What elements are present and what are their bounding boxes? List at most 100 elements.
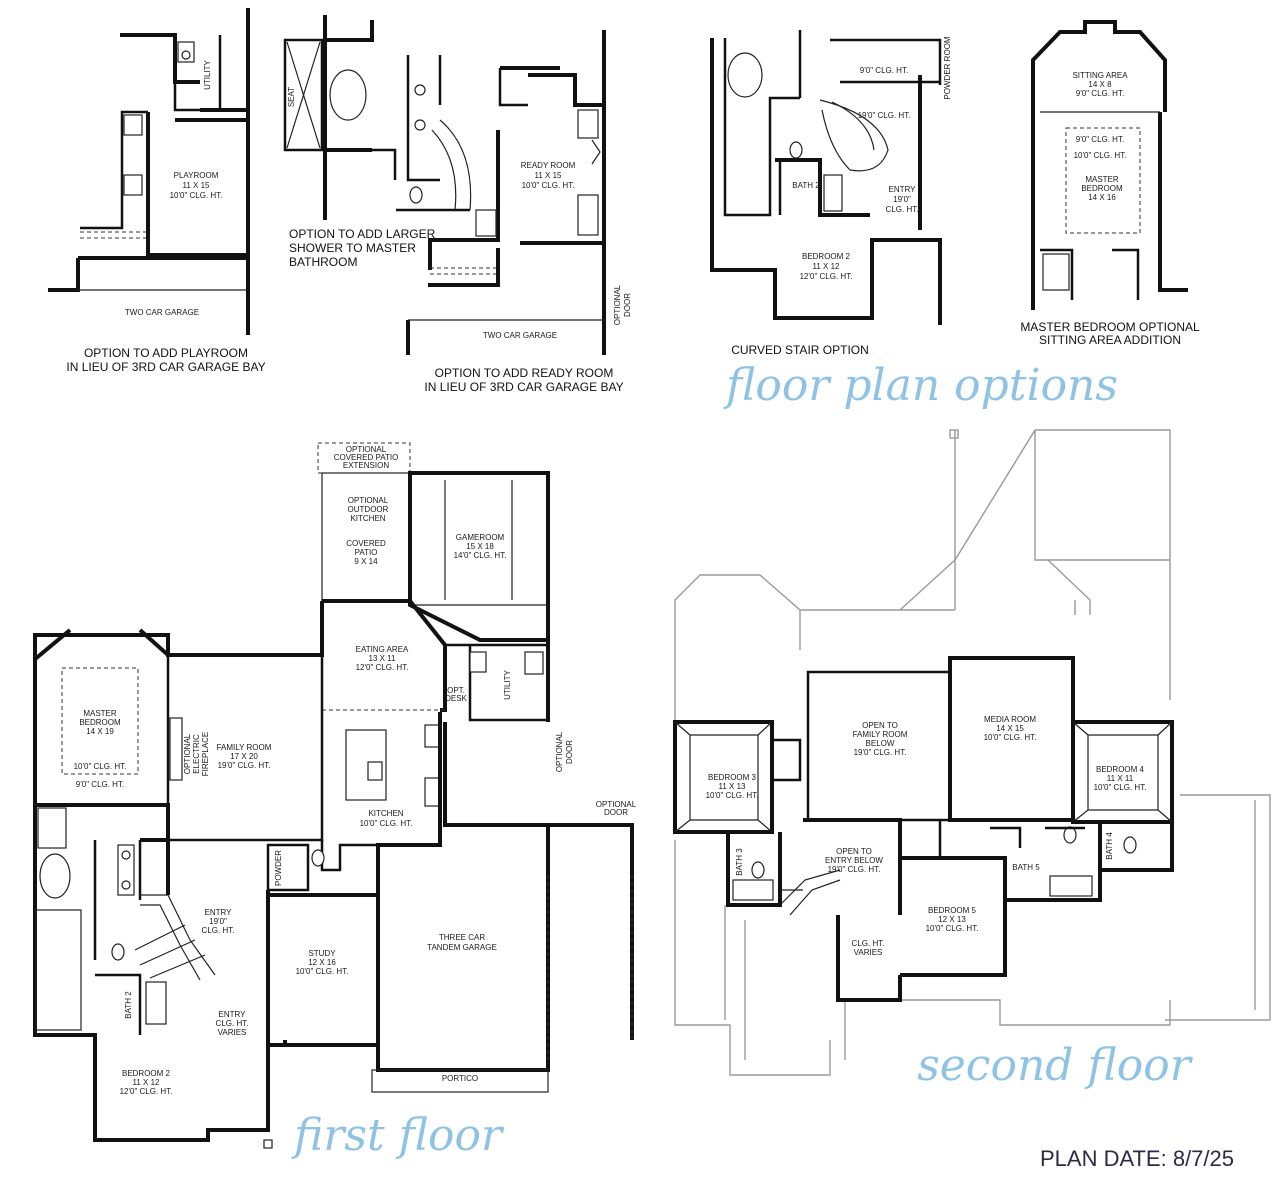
second-floor-plan: OPEN TO FAMILY ROOM BELOW 19'0" CLG. HT.… [673, 429, 1271, 1076]
bath-2-first-label: BATH 2 [124, 991, 133, 1019]
optional-door-first-2b: DOOR [604, 808, 628, 817]
study-size: 12 X 16 [308, 958, 336, 967]
garage-label: THREE CAR [439, 933, 485, 942]
study-label: STUDY [308, 949, 336, 958]
playroom-label: PLAYROOM [174, 171, 219, 180]
patio-extension-label-3: EXTENSION [343, 461, 389, 470]
bath-4-label: BATH 4 [1105, 832, 1114, 860]
bedroom-5-label: BEDROOM 5 [928, 906, 977, 915]
bedroom-3-size: 11 X 13 [719, 782, 747, 791]
optional-door-label-2: DOOR [623, 293, 632, 317]
bath-2-label: BATH 2 [792, 181, 820, 190]
bedroom-5-size: 12 X 13 [938, 915, 966, 924]
playroom-caption-line-2: IN LIEU OF 3RD CAR GARAGE BAY [66, 360, 265, 374]
gameroom-ceiling: 14'0" CLG. HT. [454, 551, 507, 560]
outdoor-kitchen-label: OPTIONAL [348, 496, 389, 505]
utility-first-label: UTILITY [503, 669, 512, 699]
optional-door-first-2: OPTIONAL [596, 800, 637, 809]
ready-room-size: 11 X 15 [535, 171, 563, 180]
bedroom-5-ceiling: 10'0" CLG. HT. [926, 924, 979, 933]
clg-varies-value: VARIES [854, 948, 883, 957]
sitting-area-size: 14 X 8 [1088, 80, 1112, 89]
bedroom-2-first-size: 11 X 12 [133, 1078, 161, 1087]
study-ceiling: 10'0" CLG. HT. [296, 967, 349, 976]
bedroom-2-option-size: 11 X 12 [813, 262, 841, 271]
bedroom-2-first-ceiling: 12'0" CLG. HT. [120, 1087, 173, 1096]
eating-area-ceiling: 12'0" CLG. HT. [356, 663, 409, 672]
larger-shower-option-plan: SEAT OPTION TO ADD LARGER SHOWER TO MAST… [283, 15, 472, 269]
fireplace-label-2: ELECTRIC [192, 734, 201, 774]
first-floor-heading: first floor [291, 1110, 505, 1161]
two-car-garage-label-2: TWO CAR GARAGE [483, 331, 557, 340]
opt-desk-label: OPT. [447, 686, 465, 695]
covered-patio-label-2: PATIO [355, 548, 378, 557]
playroom-caption-line-1: OPTION TO ADD PLAYROOM [84, 346, 248, 360]
stair-ceiling: 19'0" CLG. HT. [858, 111, 911, 120]
patio-extension-label: OPTIONAL [346, 445, 387, 454]
optional-door-first-1b: DOOR [565, 740, 574, 764]
bedroom-4-ceiling: 10'0" CLG. HT. [1094, 783, 1147, 792]
family-room-size: 17 X 20 [230, 752, 258, 761]
second-floor-heading: second floor [917, 1040, 1194, 1091]
portico-label: PORTICO [442, 1074, 478, 1083]
utility-label: UTILITY [203, 59, 212, 89]
bath-5-label: BATH 5 [1012, 863, 1040, 872]
sitting-caption-line-1: MASTER BEDROOM OPTIONAL [1020, 320, 1200, 334]
covered-patio-label: COVERED [346, 539, 386, 548]
seat-label: SEAT [287, 87, 296, 107]
entry-ceiling: CLG. HT. [886, 205, 919, 214]
open-family-ceiling: 19'0" CLG. HT. [854, 748, 907, 757]
patio-extension-label-2: COVERED PATIO [334, 453, 399, 462]
shower-caption-line-3: BATHROOM [289, 255, 357, 269]
shower-caption-line-2: SHOWER TO MASTER [289, 241, 416, 255]
ready-room-option-plan: READY ROOM 11 X 15 10'0" CLG. HT. TWO CA… [406, 30, 632, 394]
entry-first-ceiling: CLG. HT. [202, 926, 235, 935]
bedroom-4-size: 11 X 11 [1107, 774, 1134, 783]
entry-varies-ceiling: CLG. HT. [216, 1019, 249, 1028]
master-bedroom-label: MASTER [83, 709, 117, 718]
sitting-ceiling-1: 9'0" CLG. HT. [1076, 135, 1124, 144]
entry-first-label: ENTRY [205, 908, 233, 917]
kitchen-label: KITCHEN [368, 809, 403, 818]
plan-date: PLAN DATE: 8/7/25 [1040, 1146, 1234, 1171]
outdoor-kitchen-label-3: KITCHEN [350, 514, 385, 523]
playroom-size: 11 X 15 [183, 181, 211, 190]
gameroom-size: 15 X 18 [466, 542, 494, 551]
fireplace-label: OPTIONAL [183, 733, 192, 774]
bath-3-label: BATH 3 [735, 848, 744, 876]
garage-label-2: TANDEM GARAGE [427, 943, 497, 952]
master-bedroom-option-size: 14 X 16 [1088, 193, 1116, 202]
outdoor-kitchen-label-2: OUTDOOR [348, 505, 389, 514]
eating-area-size: 13 X 11 [369, 654, 397, 663]
media-room-ceiling: 10'0" CLG. HT. [984, 733, 1037, 742]
optional-door-label: OPTIONAL [613, 284, 622, 325]
media-room-label: MEDIA ROOM [984, 715, 1036, 724]
open-entry-label-2: ENTRY BELOW [825, 856, 883, 865]
master-ceiling-2: 9'0" CLG. HT. [76, 780, 124, 789]
first-floor-plan: OPTIONAL COVERED PATIO EXTENSION OPTIONA… [32, 442, 637, 1149]
master-bedroom-option-label-2: BEDROOM [1081, 184, 1123, 193]
ready-caption-line-1: OPTION TO ADD READY ROOM [435, 366, 614, 380]
stair-ceiling-top: 9'0" CLG. HT. [860, 66, 908, 75]
playroom-option-plan: PLAYROOM 11 X 15 10'0" CLG. HT. UTILITY … [48, 8, 266, 374]
open-entry-ceiling: 19'0" CLG. HT. [828, 865, 881, 874]
bedroom-3-label: BEDROOM 3 [708, 773, 757, 782]
bedroom-2-first-label: BEDROOM 2 [122, 1069, 171, 1078]
fireplace-label-3: FIREPLACE [201, 732, 210, 776]
bedroom-3-ceiling: 10'0" CLG. HT. [706, 791, 759, 800]
open-entry-label: OPEN TO [836, 847, 872, 856]
master-bedroom-option-label: MASTER [1085, 175, 1119, 184]
ready-room-ceiling: 10'0" CLG. HT. [522, 181, 575, 190]
family-room-label: FAMILY ROOM [217, 743, 272, 752]
powder-room-label: POWDER ROOM [943, 36, 952, 99]
open-family-label-3: BELOW [866, 739, 895, 748]
bedroom-4-label: BEDROOM 4 [1096, 765, 1145, 774]
entry-first-height: 19'0" [209, 917, 227, 926]
entry-varies-label: ENTRY [219, 1010, 247, 1019]
floor-plan-options-heading: floor plan options [723, 360, 1118, 411]
playroom-ceiling: 10'0" CLG. HT. [170, 191, 223, 200]
entry-label: ENTRY [889, 185, 917, 194]
ready-caption-line-2: IN LIEU OF 3RD CAR GARAGE BAY [424, 380, 623, 394]
master-bedroom-label-2: BEDROOM [79, 718, 121, 727]
sitting-area-ceiling: 9'0" CLG. HT. [1076, 89, 1124, 98]
